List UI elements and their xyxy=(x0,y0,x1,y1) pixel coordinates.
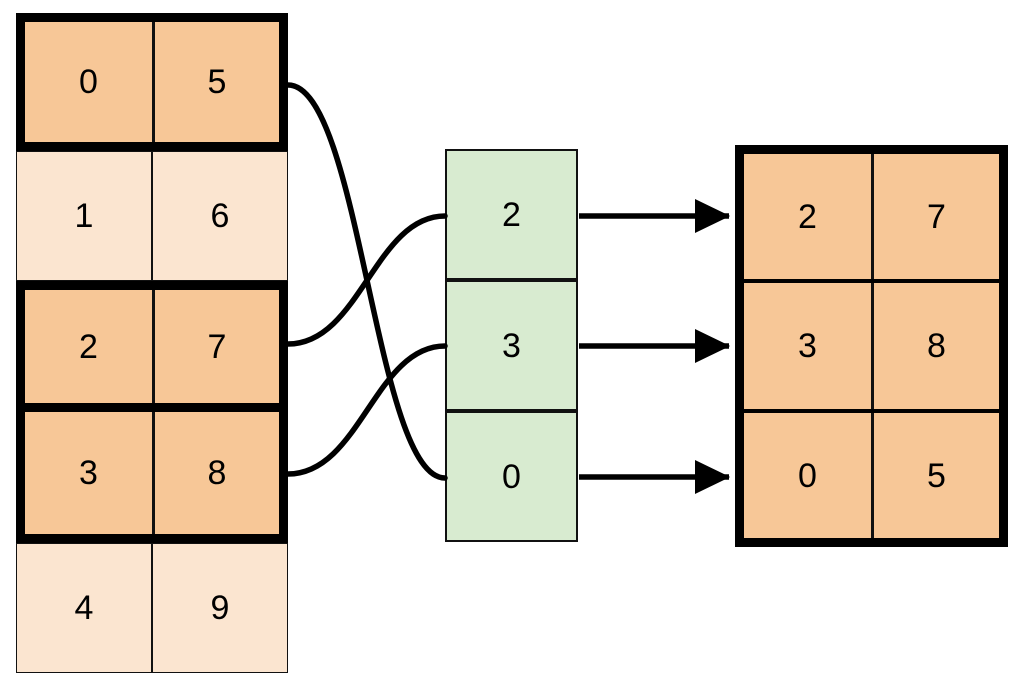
result-cell-r2-c0: 0 xyxy=(744,413,871,538)
index-cell-2: 0 xyxy=(445,411,578,542)
source-cell-r0-c0: 0 xyxy=(25,22,152,142)
source-cell-r3-c1: 8 xyxy=(152,412,279,534)
index-cell-0: 2 xyxy=(445,149,578,280)
connector-curve-row0-to-index2 xyxy=(285,82,448,481)
source-cell-r2-c0: 2 xyxy=(25,290,152,403)
result-divider-1 xyxy=(735,409,1008,413)
source-cell-r1-c1: 6 xyxy=(152,151,288,281)
index-cell-1: 3 xyxy=(445,280,578,411)
result-cell-r0-c0: 2 xyxy=(744,154,871,279)
source-cell-r4-c1: 9 xyxy=(152,543,288,673)
source-rows-2-3-divider xyxy=(16,403,288,412)
result-cell-r1-c0: 3 xyxy=(744,283,871,409)
result-cell-r1-c1: 8 xyxy=(871,283,999,409)
result-cell-r0-c1: 7 xyxy=(871,154,999,279)
connector-curve-row2-to-index0 xyxy=(285,213,448,347)
connector-curve-row3-to-index1 xyxy=(285,343,448,477)
result-divider-0 xyxy=(735,279,1008,283)
source-cell-r4-c0: 4 xyxy=(16,543,152,673)
source-cell-r2-c1: 7 xyxy=(152,290,279,403)
source-cell-r1-c0: 1 xyxy=(16,151,152,281)
source-cell-r0-c1: 5 xyxy=(152,22,279,142)
source-cell-r3-c0: 3 xyxy=(25,412,152,534)
result-cell-r2-c1: 5 xyxy=(871,413,999,538)
